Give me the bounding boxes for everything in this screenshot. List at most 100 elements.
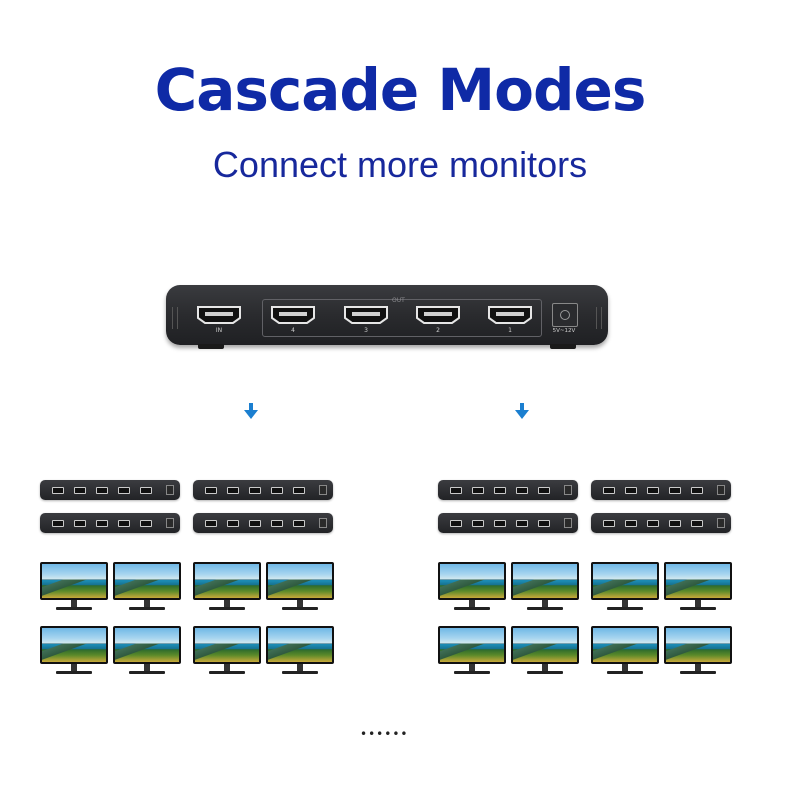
mini-power-port: [564, 485, 572, 495]
mini-hdmi-port: [118, 520, 130, 527]
out-label: OUT: [392, 297, 405, 304]
mini-hdmi-port: [450, 487, 462, 494]
landscape-wallpaper: [513, 628, 577, 662]
mini-hdmi-port: [669, 520, 681, 527]
mini-power-port: [717, 518, 725, 528]
monitor-screen: [266, 562, 334, 600]
mini-hdmi-splitter: [591, 513, 731, 533]
arrow-down-icon: [515, 403, 529, 419]
monitor-neck: [224, 600, 230, 608]
mini-hdmi-port: [249, 487, 261, 494]
mini-hdmi-port: [516, 520, 528, 527]
monitor-neck: [297, 664, 303, 672]
monitor-neck: [297, 600, 303, 608]
mini-power-port: [319, 518, 327, 528]
mini-hdmi-port: [538, 487, 550, 494]
monitor-base: [56, 671, 92, 674]
port-label-2: 2: [436, 327, 440, 334]
monitor-base: [680, 607, 716, 610]
left-ridge: [172, 307, 178, 329]
mini-hdmi-port: [691, 520, 703, 527]
mini-hdmi-port: [293, 487, 305, 494]
landscape-wallpaper: [513, 564, 577, 598]
monitor-neck: [695, 664, 701, 672]
mini-hdmi-port: [516, 487, 528, 494]
mini-hdmi-port: [140, 487, 152, 494]
landscape-wallpaper: [593, 628, 657, 662]
mini-power-port: [717, 485, 725, 495]
monitor-base: [607, 607, 643, 610]
monitor-neck: [622, 600, 628, 608]
monitor-base: [129, 671, 165, 674]
monitor-neck: [224, 664, 230, 672]
monitor-base: [282, 607, 318, 610]
monitor-screen: [40, 626, 108, 664]
landscape-wallpaper: [195, 564, 259, 598]
mini-hdmi-port: [472, 520, 484, 527]
mini-hdmi-port: [450, 520, 462, 527]
landscape-wallpaper: [268, 628, 332, 662]
landscape-wallpaper: [440, 564, 504, 598]
monitor-screen: [511, 626, 579, 664]
monitor-base: [56, 607, 92, 610]
monitor-neck: [144, 600, 150, 608]
monitor-screen: [591, 562, 659, 600]
mini-hdmi-splitter: [193, 513, 333, 533]
landscape-wallpaper: [195, 628, 259, 662]
landscape-wallpaper: [666, 564, 730, 598]
output-port-group: [262, 299, 542, 337]
monitor-neck: [542, 664, 548, 672]
hdmi-out-port-3: [343, 305, 389, 325]
mini-hdmi-port: [118, 487, 130, 494]
mini-hdmi-port: [494, 520, 506, 527]
mini-hdmi-port: [472, 487, 484, 494]
mini-power-port: [319, 485, 327, 495]
mini-hdmi-port: [603, 487, 615, 494]
monitor-screen: [438, 562, 506, 600]
mini-hdmi-splitter: [591, 480, 731, 500]
monitor-base: [454, 671, 490, 674]
mini-power-port: [564, 518, 572, 528]
monitor-icon: [591, 562, 659, 614]
page-title: Cascade Modes: [154, 56, 647, 124]
mini-hdmi-port: [669, 487, 681, 494]
arrow-down-icon: [244, 403, 258, 419]
monitor-neck: [622, 664, 628, 672]
monitor-icon: [193, 562, 261, 614]
mini-hdmi-port: [74, 520, 86, 527]
landscape-wallpaper: [42, 564, 106, 598]
mini-hdmi-port: [647, 520, 659, 527]
hdmi-out-port-4: [270, 305, 316, 325]
mini-hdmi-splitter: [40, 513, 180, 533]
monitor-screen: [193, 562, 261, 600]
mini-hdmi-port: [271, 487, 283, 494]
mini-hdmi-port: [140, 520, 152, 527]
dc-power-port: [552, 303, 578, 327]
mini-hdmi-port: [691, 487, 703, 494]
hdmi-in-port: [196, 305, 242, 325]
right-ridge: [596, 307, 602, 329]
monitor-base: [129, 607, 165, 610]
monitor-icon: [193, 626, 261, 678]
monitor-neck: [144, 664, 150, 672]
monitor-base: [282, 671, 318, 674]
mini-hdmi-port: [625, 520, 637, 527]
monitor-base: [607, 671, 643, 674]
hdmi-out-port-1: [487, 305, 533, 325]
landscape-wallpaper: [666, 628, 730, 662]
mini-hdmi-port: [74, 487, 86, 494]
monitor-screen: [193, 626, 261, 664]
port-label-3: 3: [364, 327, 368, 334]
mini-hdmi-port: [205, 520, 217, 527]
monitor-screen: [664, 626, 732, 664]
mini-hdmi-port: [96, 520, 108, 527]
monitor-base: [209, 607, 245, 610]
mini-hdmi-port: [227, 487, 239, 494]
page-subtitle: Connect more monitors: [212, 144, 588, 185]
monitor-base: [454, 607, 490, 610]
monitor-base: [680, 671, 716, 674]
power-label: 5V~12V: [552, 328, 576, 334]
monitor-screen: [113, 626, 181, 664]
port-label-4: 4: [291, 327, 295, 334]
monitor-screen: [664, 562, 732, 600]
